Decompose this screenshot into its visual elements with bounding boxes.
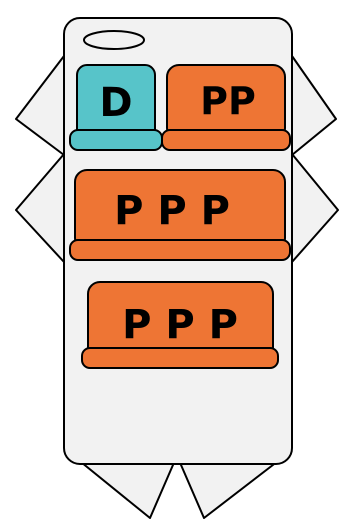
block-bottom-label: P P P <box>122 302 238 348</box>
left-lower-fin <box>15 153 65 263</box>
block-middle-label: P P P <box>114 188 230 234</box>
left-upper-fin <box>15 55 65 156</box>
right-upper-fin <box>291 55 337 156</box>
right-leg <box>177 457 283 519</box>
block-top-right-base <box>161 129 291 151</box>
block-teal-base <box>69 129 163 151</box>
block-top-right-label: PP <box>200 79 256 123</box>
block-middle-base <box>69 239 291 261</box>
block-bottom: P P P <box>81 281 279 369</box>
left-leg <box>75 457 177 519</box>
block-bottom-base <box>81 347 279 369</box>
right-lower-fin <box>291 153 339 263</box>
top-oval <box>83 30 145 50</box>
block-teal: D <box>69 64 163 151</box>
block-teal-label: D <box>99 80 132 126</box>
block-top-right: PP <box>161 64 291 151</box>
block-middle: P P P <box>69 169 291 261</box>
